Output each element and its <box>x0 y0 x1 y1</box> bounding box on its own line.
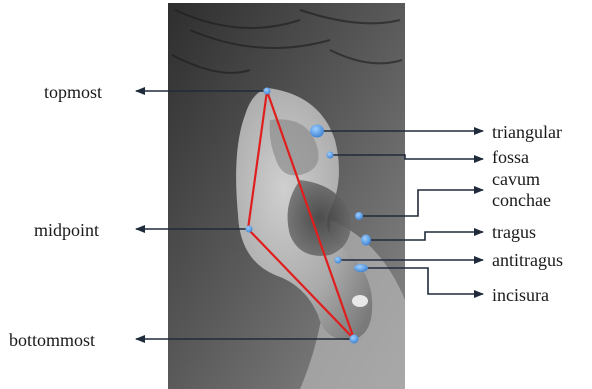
fossa-point <box>327 152 334 159</box>
label-fossa: fossa <box>492 147 529 167</box>
triangular-fossa-point <box>310 125 324 138</box>
label-midpoint: midpoint <box>34 220 99 240</box>
label-antitragus: antitragus <box>492 250 563 270</box>
cavum-conchae-point <box>355 212 363 220</box>
label-bottommost: bottommost <box>9 330 95 350</box>
label-triangular: triangular <box>492 122 562 142</box>
bottommost-point <box>350 335 359 344</box>
antitragus-point <box>335 257 342 264</box>
earlobe-piercing <box>352 295 368 307</box>
tragus-point <box>361 235 371 246</box>
label-cavum: cavum <box>492 169 540 189</box>
label-tragus: tragus <box>492 222 536 242</box>
label-topmost: topmost <box>44 82 102 102</box>
label-conchae: conchae <box>492 190 551 210</box>
topmost-point <box>264 88 271 95</box>
incisura-point <box>354 264 368 272</box>
midpoint-point <box>246 226 253 233</box>
label-incisura: incisura <box>492 285 549 305</box>
